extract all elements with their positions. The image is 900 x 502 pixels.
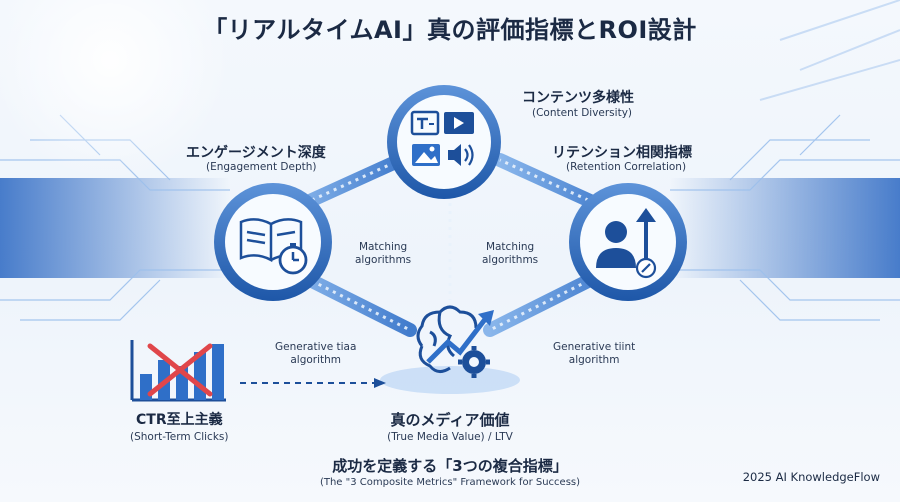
- growth-arrow-icon: [426, 310, 494, 364]
- retention-label-jp: リテンション相関指標: [552, 145, 692, 161]
- retention-node: [569, 183, 687, 301]
- dashed-arrow: [240, 378, 386, 388]
- video-icon: [444, 112, 474, 134]
- up-arrow-icon: [636, 208, 656, 260]
- bar-chart-icon: [130, 340, 226, 402]
- footer-subtitle: (The "3 Composite Metrics" Framework for…: [319, 477, 581, 488]
- top-left-glow: [0, 0, 230, 180]
- ctr-chart: [130, 340, 226, 402]
- platform-glow: [380, 366, 520, 394]
- credit-text: 2025 AI KnowledgeFlow: [742, 470, 880, 484]
- diversity-node: [387, 85, 501, 199]
- brain-icon: [416, 305, 478, 373]
- diversity-label-jp: コンテンツ多様性: [522, 90, 634, 106]
- engagement-node: [214, 183, 332, 301]
- page-title: 「リアルタイムAI」真の評価指標とROI設計: [203, 16, 697, 44]
- ctr-label-jp: CTR至上主義: [136, 412, 223, 428]
- right-circuit-lines: [670, 114, 900, 321]
- true-value-label-jp: 真のメディア価値: [390, 411, 510, 429]
- gear-icon: [458, 346, 490, 378]
- true-value-label-en: (True Media Value) / LTV: [387, 431, 513, 443]
- trend-circle-icon: [635, 257, 657, 279]
- engagement-label-jp: エンゲージメント深度: [186, 145, 326, 161]
- diversity-label-en: (Content Diversity): [532, 107, 633, 119]
- text-doc-icon: [410, 110, 440, 136]
- ctr-label-en: (Short-Term Clicks): [130, 431, 229, 443]
- left-band: [0, 178, 230, 278]
- true-value-node: [416, 305, 494, 378]
- cross-icon: [147, 343, 213, 397]
- speaker-icon: [448, 144, 474, 166]
- image-icon: [412, 144, 440, 166]
- person-icon: [596, 221, 636, 268]
- engagement-label-en: (Engagement Depth): [206, 161, 317, 173]
- light-streaks: [759, 0, 900, 101]
- retention-label-en: (Retention Correlation): [566, 161, 687, 173]
- footer-title: 成功を定義する「3つの複合指標」: [332, 457, 568, 475]
- stopwatch-icon: [278, 243, 308, 275]
- right-band: [670, 178, 900, 278]
